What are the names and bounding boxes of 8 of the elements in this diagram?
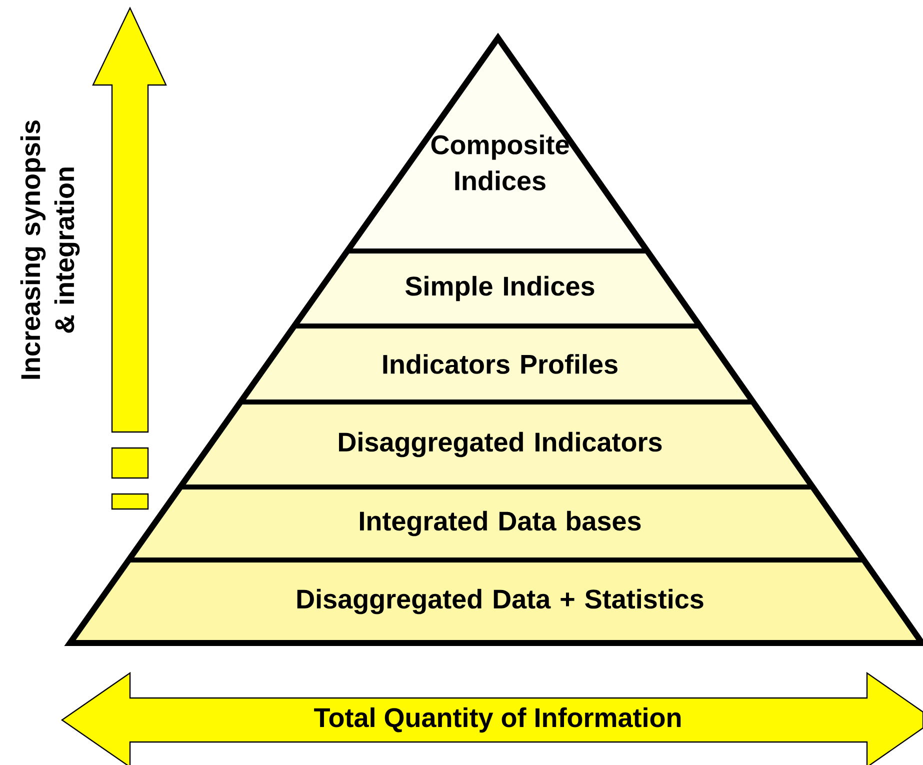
pyramid-level: Disaggregated Indicators xyxy=(180,402,813,487)
pyramid-level: Composite Indices xyxy=(347,38,648,251)
pyramid-level: Disaggregated Data + Statistics xyxy=(70,560,922,643)
axis-label: Increasing synopsis & integration xyxy=(20,120,80,379)
pyramid-level: Indicators Profiles xyxy=(240,326,754,402)
pyramid-level: Integrated Data bases xyxy=(128,487,864,560)
axis-label: Total Quantity of Information xyxy=(314,707,681,733)
pyramid-level: Simple Indices xyxy=(294,251,700,326)
